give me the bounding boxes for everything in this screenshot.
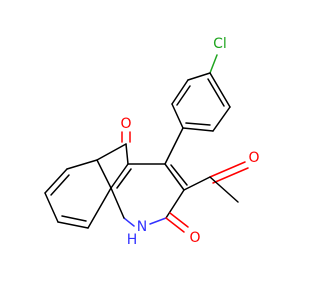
bond [50,174,70,196]
bond [110,187,125,219]
chlorine-label: Cl [213,36,227,52]
bond [207,78,225,107]
ketone-oxygen-label: O [120,116,131,132]
lactam-carbonyl [165,212,189,233]
bond [66,159,98,170]
bond [96,159,112,189]
acetyl-oxygen-label: O [248,150,259,166]
bond [182,127,214,132]
bond [209,176,239,203]
indenone-ring [96,131,131,189]
bond [164,163,185,191]
nitrogen-label: N [137,219,147,235]
lactam-oxygen-label: O [189,230,200,246]
acetyl-group [183,161,249,203]
bond [44,168,68,194]
bond [87,187,112,229]
bond [165,189,185,219]
bond [209,72,231,108]
bond [212,106,231,132]
bond-c-cl [209,54,218,74]
benzo-ring [44,159,112,229]
bond [164,127,184,165]
bond [171,79,189,105]
bond [171,103,184,129]
bond [185,122,211,126]
bond-c-n [149,217,167,225]
bond [125,143,129,165]
bond [187,72,211,81]
bond [61,215,87,222]
bond [57,221,89,229]
bond-c-o-double [169,212,189,228]
bond-c-o-double [165,217,185,233]
nitrogen-hydrogen-label: H [127,232,138,248]
pyridinone-ring [110,127,188,227]
bond [176,85,191,106]
bond-n-c [123,217,135,227]
bond [116,168,132,189]
bond [44,192,59,223]
chlorophenyl-ring [171,54,231,132]
bond [183,176,211,191]
bond [110,163,129,189]
bond-c-o-double [209,161,246,178]
bond [170,164,188,186]
bond-c-o-double [212,167,249,184]
bond [96,143,127,161]
molecule-structure: Cl O O O N H [44,36,260,248]
